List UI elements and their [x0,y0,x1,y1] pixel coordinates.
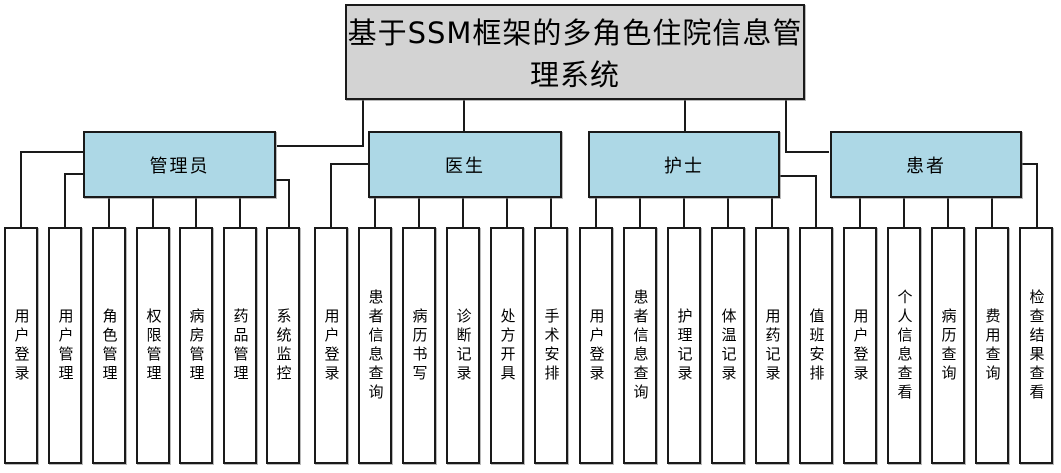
connector-title-admin [277,100,364,147]
leaf-patient-login: 用户登录 [843,227,877,464]
leaf-admin-user-mgmt: 用户管理 [48,227,82,464]
leaf-label: 用户登录 [322,307,341,384]
leaf-label: 值班安排 [807,307,826,384]
role-patient: 患者 [830,131,1022,198]
leaf-nurse-temperature-record: 体温记录 [711,227,745,464]
leaf-doctor-patient-info-query: 患者信息查询 [358,227,392,464]
leaf-doctor-surgery-schedule: 手术安排 [534,227,568,464]
role-admin: 管理员 [83,131,276,198]
role-doctor-label: 医生 [445,155,485,177]
leaf-patient-exam-result-view: 检查结果查看 [1019,227,1053,464]
leaf-label: 体温记录 [719,307,738,384]
leaf-label: 病历书写 [410,307,429,384]
leaf-admin-system-monitor: 系统监控 [266,227,300,464]
leaf-patient-personal-info-view: 个人信息查看 [887,227,921,464]
role-nurse-label: 护士 [664,155,704,177]
connector-title-patient [785,100,829,153]
role-nurse: 护士 [588,131,780,198]
leaf-label: 费用查询 [983,307,1002,384]
leaf-doctor-login: 用户登录 [314,227,348,464]
leaf-doctor-medical-record-writing: 病历书写 [402,227,436,464]
leaf-label: 患者信息查询 [631,288,650,403]
leaf-label: 护理记录 [675,307,694,384]
leaf-label: 病历查询 [939,307,958,384]
leaf-admin-drug-mgmt: 药品管理 [223,227,257,464]
connector-admin-1 [20,151,84,228]
leaf-patient-fee-query: 费用查询 [975,227,1009,464]
leaf-label: 手术安排 [542,307,561,384]
leaf-nurse-login: 用户登录 [579,227,613,464]
leaf-nurse-patient-info-query: 患者信息查询 [623,227,657,464]
leaf-admin-ward-mgmt: 病房管理 [179,227,213,464]
connector-admin-2 [64,173,84,228]
system-title: 基于SSM框架的多角色住院信息管理系统 [347,16,803,92]
connector-doctor-1 [330,163,369,228]
leaf-label: 用药记录 [763,307,782,384]
leaf-nurse-medication-record: 用药记录 [755,227,789,464]
leaf-admin-login: 用户登录 [4,227,38,464]
leaf-label: 患者信息查询 [366,288,385,403]
leaf-label: 用户管理 [56,307,75,384]
leaf-label: 处方开具 [498,307,517,384]
system-title-box: 基于SSM框架的多角色住院信息管理系统 [345,4,805,100]
leaf-label: 检查结果查看 [1027,288,1046,403]
leaf-label: 药品管理 [231,307,250,384]
leaf-label: 权限管理 [144,307,163,384]
leaf-patient-medical-record-query: 病历查询 [931,227,965,464]
leaf-label: 用户登录 [587,307,606,384]
role-doctor: 医生 [368,131,562,198]
leaf-doctor-prescription-issue: 处方开具 [490,227,524,464]
leaf-label: 用户登录 [12,307,31,384]
leaf-nurse-duty-schedule: 值班安排 [799,227,833,464]
leaf-nurse-nursing-record: 护理记录 [667,227,701,464]
role-patient-label: 患者 [906,155,946,177]
role-admin-label: 管理员 [149,155,210,177]
leaf-label: 用户登录 [851,307,870,384]
leaf-label: 诊断记录 [454,307,473,384]
leaf-label: 个人信息查看 [895,288,914,403]
leaf-label: 病房管理 [187,307,206,384]
leaf-label: 角色管理 [100,307,119,384]
leaf-label: 系统监控 [274,307,293,384]
connector-patient-5 [1021,163,1038,228]
connector-admin-7 [275,179,290,228]
leaf-admin-permission-mgmt: 权限管理 [136,227,170,464]
connector-nurse-6 [779,175,817,228]
leaf-admin-role-mgmt: 角色管理 [92,227,126,464]
leaf-doctor-diagnosis-record: 诊断记录 [446,227,480,464]
